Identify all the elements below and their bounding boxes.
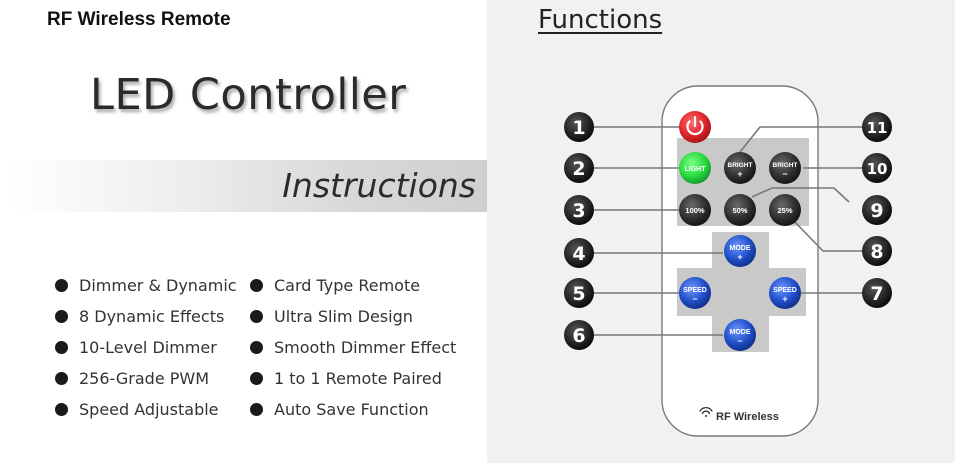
feature-text: Auto Save Function xyxy=(274,400,429,419)
rf-wireless-label: RF Wireless xyxy=(699,407,779,423)
speed-up-button[interactable]: SPEED + xyxy=(769,277,801,309)
functions-panel: Functions xyxy=(487,0,955,463)
remote-diagram: LIGHT BRIGHT + BRIGHT − 100% 50% 25% xyxy=(564,85,892,437)
plus-icon: + xyxy=(737,252,742,262)
brightness-50-label: 50% xyxy=(732,206,747,215)
callout-lines xyxy=(594,126,862,336)
callout-number: 6 xyxy=(572,325,585,347)
callout-number: 10 xyxy=(867,160,888,178)
plus-icon: + xyxy=(782,294,787,304)
callout-6: 6 xyxy=(564,320,594,350)
mode-up-button[interactable]: MODE + xyxy=(724,235,756,267)
light-button[interactable]: LIGHT xyxy=(679,152,711,184)
left-panel: RF Wireless Remote LED Controller Instru… xyxy=(10,9,490,425)
brightness-25-label: 25% xyxy=(777,206,792,215)
callout-number: 2 xyxy=(572,158,585,180)
instructions-label: Instructions xyxy=(282,166,476,205)
main-title: LED Controller xyxy=(90,70,407,120)
bullet-icon xyxy=(250,341,263,354)
brightness-100-button[interactable]: 100% xyxy=(679,194,711,226)
feature-item: Smooth Dimmer Effect xyxy=(250,332,456,363)
bullet-icon xyxy=(250,403,263,416)
bullet-icon xyxy=(55,341,68,354)
callout-number: 8 xyxy=(870,241,883,263)
feature-item: 10-Level Dimmer xyxy=(55,332,237,363)
minus-icon: − xyxy=(737,336,742,346)
feature-text: 256-Grade PWM xyxy=(79,369,210,388)
brightness-100-label: 100% xyxy=(685,206,705,215)
power-icon xyxy=(686,115,704,136)
feature-item: Auto Save Function xyxy=(250,394,456,425)
feature-text: Ultra Slim Design xyxy=(274,307,413,326)
callout-7: 7 xyxy=(862,278,892,308)
bullet-icon xyxy=(55,279,68,292)
bullet-icon xyxy=(55,372,68,385)
callout-number: 4 xyxy=(572,243,585,265)
power-button[interactable] xyxy=(679,111,711,143)
feature-column-right: Card Type Remote Ultra Slim Design Smoot… xyxy=(250,270,456,425)
plus-icon: + xyxy=(737,169,742,179)
callout-9: 9 xyxy=(862,195,892,225)
brand-label: RF Wireless Remote xyxy=(47,9,231,30)
feature-item: 8 Dynamic Effects xyxy=(55,301,237,332)
feature-text: Dimmer & Dynamic xyxy=(79,276,237,295)
feature-text: 1 to 1 Remote Paired xyxy=(274,369,442,388)
bullet-icon xyxy=(250,310,263,323)
feature-item: Ultra Slim Design xyxy=(250,301,456,332)
speed-down-button[interactable]: SPEED − xyxy=(679,277,711,309)
callout-line xyxy=(792,219,862,252)
speed-up-label: SPEED xyxy=(773,287,797,294)
bright-down-label: BRIGHT xyxy=(773,162,798,169)
light-label: LIGHT xyxy=(685,166,707,173)
instructions-band: Instructions xyxy=(10,160,490,212)
callout-number: 3 xyxy=(572,200,585,222)
feature-text: Speed Adjustable xyxy=(79,400,219,419)
feature-text: Card Type Remote xyxy=(274,276,421,295)
callout-line xyxy=(739,126,862,153)
functions-title: Functions xyxy=(538,5,663,35)
callout-number: 9 xyxy=(870,200,883,222)
callout-4: 4 xyxy=(564,238,594,268)
bottom-strip xyxy=(487,463,955,471)
bullet-icon xyxy=(55,403,68,416)
brightness-25-button[interactable]: 25% xyxy=(769,194,801,226)
mode-down-label: MODE xyxy=(730,329,751,336)
callout-2: 2 xyxy=(564,153,594,183)
callout-8: 8 xyxy=(862,236,892,266)
callout-number: 5 xyxy=(572,283,585,305)
mode-up-label: MODE xyxy=(730,245,751,252)
bullet-icon xyxy=(250,372,263,385)
bullet-icon xyxy=(250,279,263,292)
callout-number: 1 xyxy=(572,117,585,139)
feature-item: 1 to 1 Remote Paired xyxy=(250,363,456,394)
minus-icon: − xyxy=(782,169,787,179)
feature-text: Smooth Dimmer Effect xyxy=(274,338,457,357)
callout-3: 3 xyxy=(564,195,594,225)
feature-item: Card Type Remote xyxy=(250,270,456,301)
feature-text: 10-Level Dimmer xyxy=(79,338,217,357)
feature-item: Speed Adjustable xyxy=(55,394,237,425)
callout-10: 10 xyxy=(862,153,892,183)
callout-11: 11 xyxy=(862,112,892,142)
callout-number: 7 xyxy=(870,283,883,305)
speed-down-label: SPEED xyxy=(683,287,707,294)
callout-1: 1 xyxy=(564,112,594,142)
minus-icon: − xyxy=(692,294,697,304)
feature-item: Dimmer & Dynamic xyxy=(55,270,237,301)
feature-item: 256-Grade PWM xyxy=(55,363,237,394)
bright-up-button[interactable]: BRIGHT + xyxy=(724,152,756,184)
brightness-50-button[interactable]: 50% xyxy=(724,194,756,226)
wifi-icon xyxy=(699,407,713,417)
bright-up-label: BRIGHT xyxy=(728,162,753,169)
rf-wireless-text: RF Wireless xyxy=(716,411,779,423)
button-pad-cross xyxy=(677,232,806,352)
bright-down-button[interactable]: BRIGHT − xyxy=(769,152,801,184)
feature-column-left: Dimmer & Dynamic 8 Dynamic Effects 10-Le… xyxy=(55,270,237,425)
mode-down-button[interactable]: MODE − xyxy=(724,319,756,351)
feature-text: 8 Dynamic Effects xyxy=(79,307,225,326)
callout-5: 5 xyxy=(564,278,594,308)
callout-number: 11 xyxy=(867,119,888,137)
callout-line xyxy=(751,187,850,203)
bullet-icon xyxy=(55,310,68,323)
